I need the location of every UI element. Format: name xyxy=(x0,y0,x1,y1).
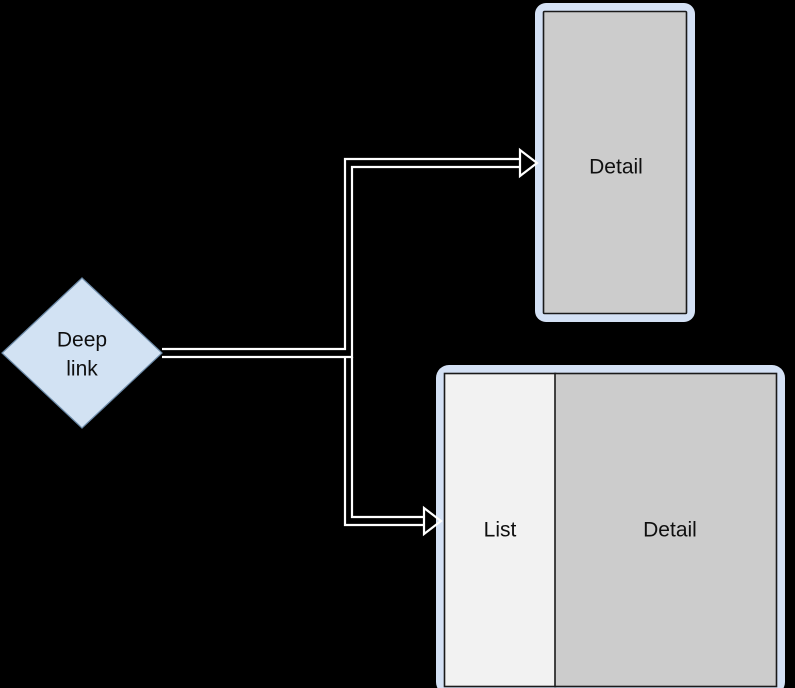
detail-panel-label: Detail xyxy=(643,519,697,542)
connector-detail-inner-edge xyxy=(162,165,520,359)
detail-panel[interactable] xyxy=(554,372,778,688)
list-panel[interactable] xyxy=(443,372,557,688)
list-panel-label: List xyxy=(484,519,517,542)
connector-detail-outer-edge xyxy=(162,157,520,351)
deep-link-label-line2: link xyxy=(66,358,98,381)
connector-listdetail-outer-edge xyxy=(343,357,424,527)
node-list-detail[interactable]: List Detail xyxy=(436,365,785,688)
connector-detail-arrowhead xyxy=(518,147,539,179)
deep-link-label-line1: Deep xyxy=(57,329,107,352)
node-deep-link[interactable]: Deep link xyxy=(1,277,163,429)
connector-listdetail-arrowhead xyxy=(422,505,443,537)
node-detail-only[interactable]: Detail xyxy=(535,3,695,322)
detail-only-label: Detail xyxy=(589,156,643,179)
connector-listdetail-inner-edge xyxy=(350,357,424,519)
deep-link-diamond xyxy=(1,277,163,429)
detail-only-panel xyxy=(542,10,688,315)
connector-deeplink-to-list-detail[interactable] xyxy=(343,357,443,537)
connector-deeplink-to-detail[interactable] xyxy=(162,147,539,359)
